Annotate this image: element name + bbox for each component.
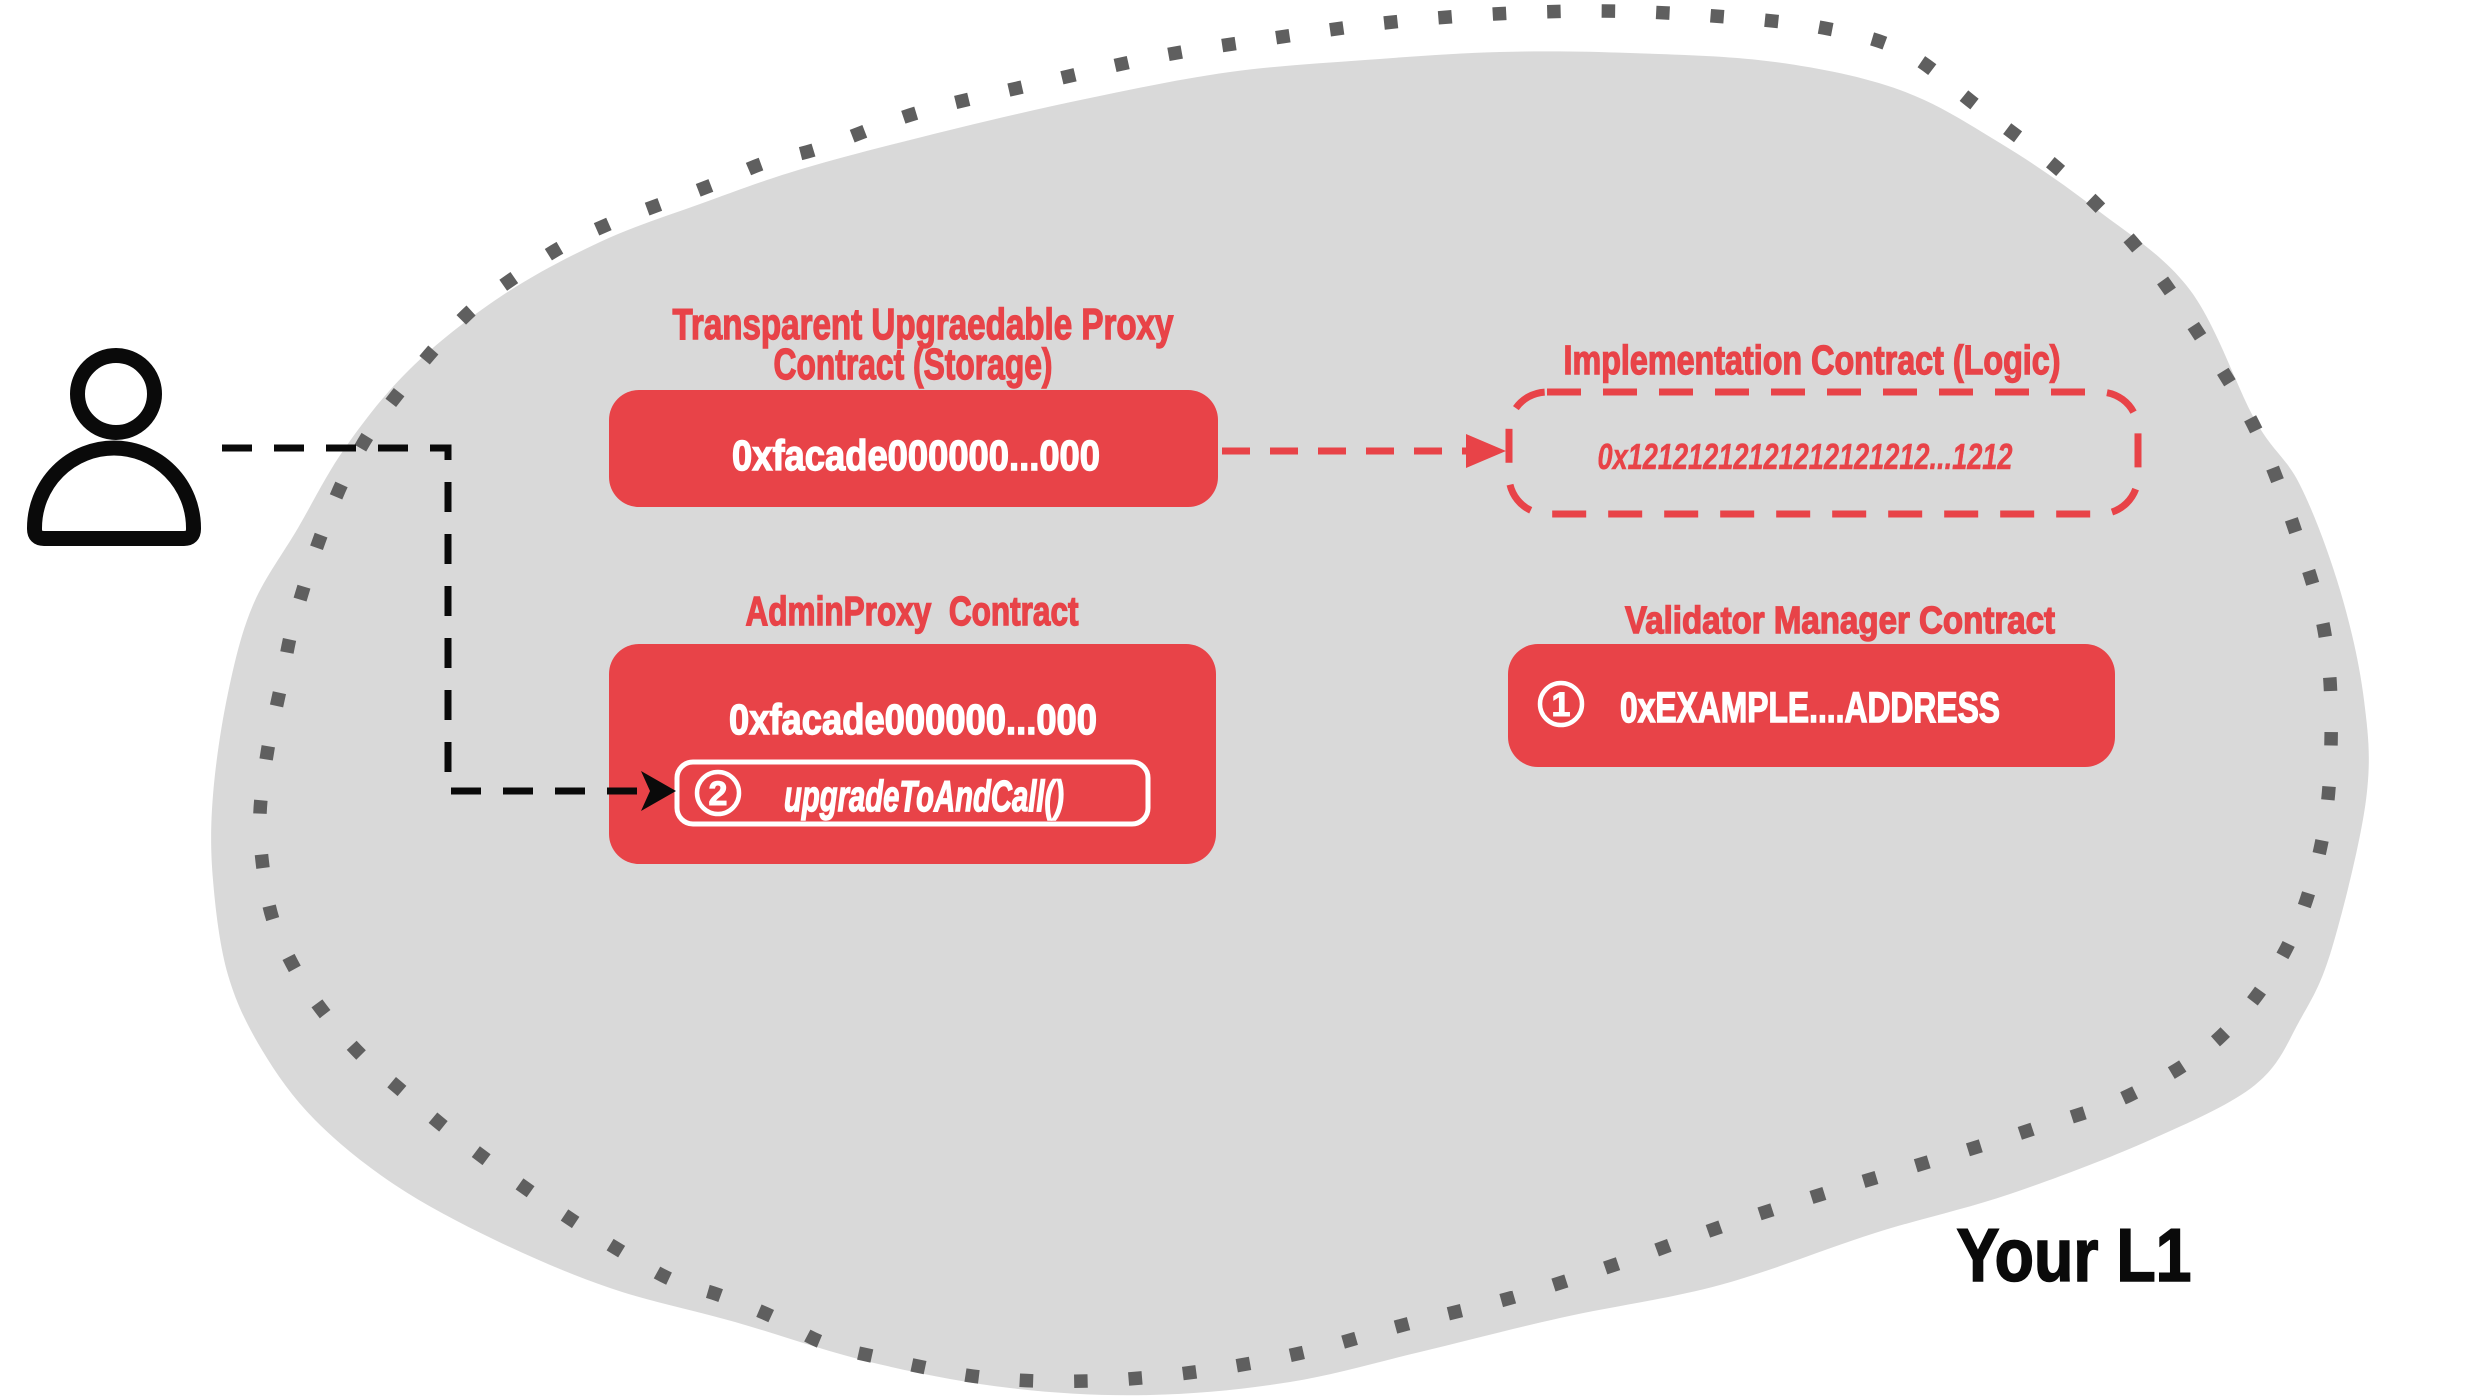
svg-text:Validator Manager Contract: Validator Manager Contract [1625,600,2055,642]
svg-text:0xfacade000000...000: 0xfacade000000...000 [732,432,1100,480]
svg-text:Implementation Contract (Logic: Implementation Contract (Logic) [1564,337,2061,383]
svg-text:Your L1: Your L1 [1957,1213,2192,1297]
svg-text:1: 1 [1552,686,1571,724]
svg-text:AdminProxy Contract: AdminProxy Contract [746,588,1079,634]
svg-text:2: 2 [709,775,728,813]
svg-text:Transparent Upgraedable Proxy: Transparent Upgraedable Proxy [673,300,1174,349]
svg-text:0xfacade000000...000: 0xfacade000000...000 [729,696,1097,744]
svg-text:upgradeToAndCall(): upgradeToAndCall() [784,772,1064,821]
svg-text:0x12121212121212121212...1212: 0x12121212121212121212...1212 [1598,436,2013,477]
svg-text:Contract (Storage): Contract (Storage) [774,340,1053,389]
svg-text:0xEXAMPLE....ADDRESS: 0xEXAMPLE....ADDRESS [1620,684,2000,732]
